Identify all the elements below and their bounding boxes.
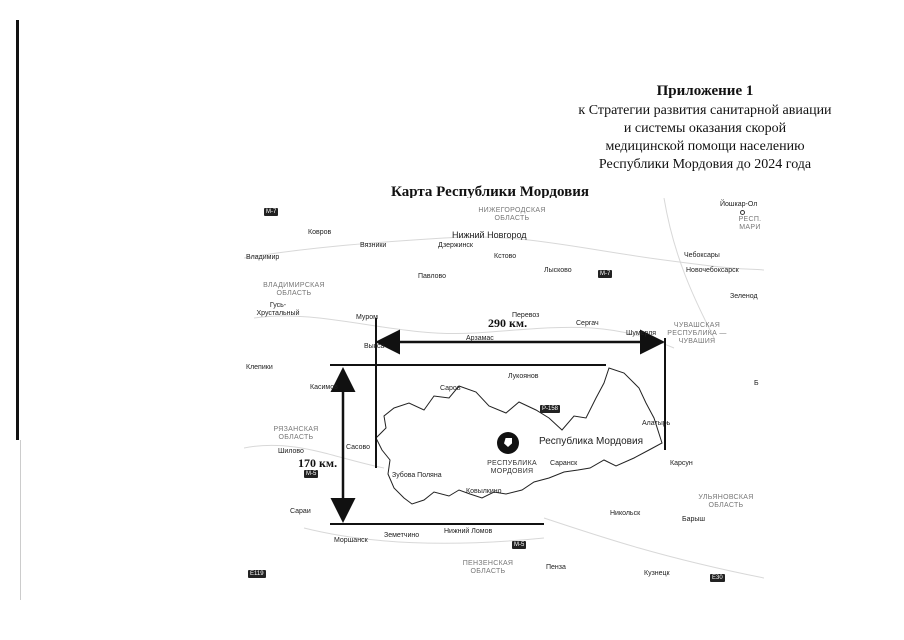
highway-m5-b: M-5 (512, 541, 527, 549)
city-penza: Пенза (546, 564, 566, 571)
city-nlomov: Нижний Ломов (444, 528, 493, 535)
city-cheboksary: Чебоксары (684, 252, 720, 259)
region-penza: ПЕНЗЕНСКАЯ ОБЛАСТЬ (462, 560, 514, 575)
city-lukoyanov: Лукоянов (508, 373, 539, 380)
highway-m7-b: M-7 (598, 270, 613, 278)
city-zelenodolsk: Зеленод (730, 293, 758, 300)
region-chuvash: ЧУВАШСКАЯ РЕСПУБЛИКА — ЧУВАШИЯ (667, 322, 727, 345)
city-vyazniki: Вязники (360, 242, 387, 249)
city-pavlovo: Павлово (418, 273, 447, 280)
city-murom: Муром (356, 314, 378, 321)
city-karsun: Карсун (670, 460, 693, 467)
appendix-header: Приложение 1 к Стратегии развития санита… (560, 82, 850, 174)
appendix-line-3: медицинской помощи населению (605, 139, 805, 154)
map-area: M-7 M-7 P-158 M-5 M-5 E119 E30 НИЖЕГОРОД… (244, 198, 764, 602)
distance-vertical: 170 км. (298, 456, 338, 470)
city-dot (740, 210, 745, 215)
city-b-edge: Б (754, 380, 759, 387)
city-perevoz: Перевоз (512, 312, 540, 319)
left-margin-bar-faint (20, 440, 21, 600)
highway-e30: E30 (710, 574, 725, 582)
city-kstovo: Кстово (494, 253, 517, 260)
city-sarai: Сараи (290, 508, 311, 515)
city-shilovo: Шилово (278, 448, 304, 455)
city-shumerlya: Шумерля (626, 330, 657, 337)
city-vyksa: Выкса (364, 343, 385, 350)
city-kovylkino: Ковылкино (466, 488, 502, 495)
marker-label: Республика Мордовия (539, 436, 643, 447)
highway-m7-a: M-7 (264, 208, 279, 216)
region-mordovia: РЕСПУБЛИКА МОРДОВИЯ (487, 460, 537, 475)
appendix-line-2: и системы оказания скорой (623, 121, 787, 136)
city-yoshkar-ola: Йошкар-Ол (720, 201, 758, 208)
region-nizhegorod: НИЖЕГОРОДСКАЯ ОБЛАСТЬ (478, 207, 546, 222)
appendix-title: Приложение 1 (656, 83, 754, 99)
map-title: Карта Республики Мордовия (391, 184, 589, 200)
city-vladimir: Владимир (246, 254, 280, 261)
location-pin-icon[interactable] (497, 432, 519, 454)
city-gus: Гусь-Хрустальный (256, 302, 300, 317)
city-zubova: Зубова Поляна (392, 472, 442, 479)
region-ulyanovsk: УЛЬЯНОВСКАЯ ОБЛАСТЬ (698, 494, 754, 509)
city-kleniki: Клепики (246, 364, 273, 371)
appendix-line-4: Республики Мордовия до 2024 года (598, 157, 812, 172)
highway-p158: P-158 (540, 405, 561, 413)
city-sergach: Сергач (576, 320, 599, 327)
region-ryazan: РЯЗАНСКАЯ ОБЛАСТЬ (273, 426, 319, 441)
city-kuzneck: Кузнецк (644, 570, 670, 577)
map-graphics (244, 198, 764, 579)
city-nikolsk: Никольск (610, 510, 641, 517)
city-sasovo: Сасово (346, 444, 371, 451)
region-vladimir: ВЛАДИМИРСКАЯ ОБЛАСТЬ (263, 282, 325, 297)
city-sarov: Саров (440, 385, 461, 392)
city-lyskovo: Лысково (544, 267, 572, 274)
city-morshansk: Моршанск (334, 537, 368, 544)
region-mari: РЕСП. МАРИ (738, 216, 762, 231)
highway-m5-a: M-5 (304, 470, 319, 478)
city-arzamas: Арзамас (466, 335, 494, 342)
highway-e119: E119 (248, 570, 266, 578)
city-dzerzhinsk: Дзержинск (438, 242, 473, 249)
city-alatyr: Алатырь (642, 420, 671, 427)
city-saransk: Саранск (550, 460, 578, 467)
city-barysh: Барыш (682, 516, 706, 523)
city-kasimov: Касимов (310, 384, 338, 391)
appendix-line-1: к Стратегии развития санитарной авиации (578, 103, 832, 118)
city-nizhny: Нижний Новгород (452, 230, 527, 240)
city-zemetchino: Земетчино (384, 532, 420, 539)
city-kovrov: Ковров (308, 229, 332, 236)
distance-horizontal: 290 км. (488, 316, 528, 330)
city-novocheb: Новочебоксарск (686, 267, 739, 274)
mordovia-border (375, 367, 663, 505)
left-margin-bar (16, 20, 19, 440)
